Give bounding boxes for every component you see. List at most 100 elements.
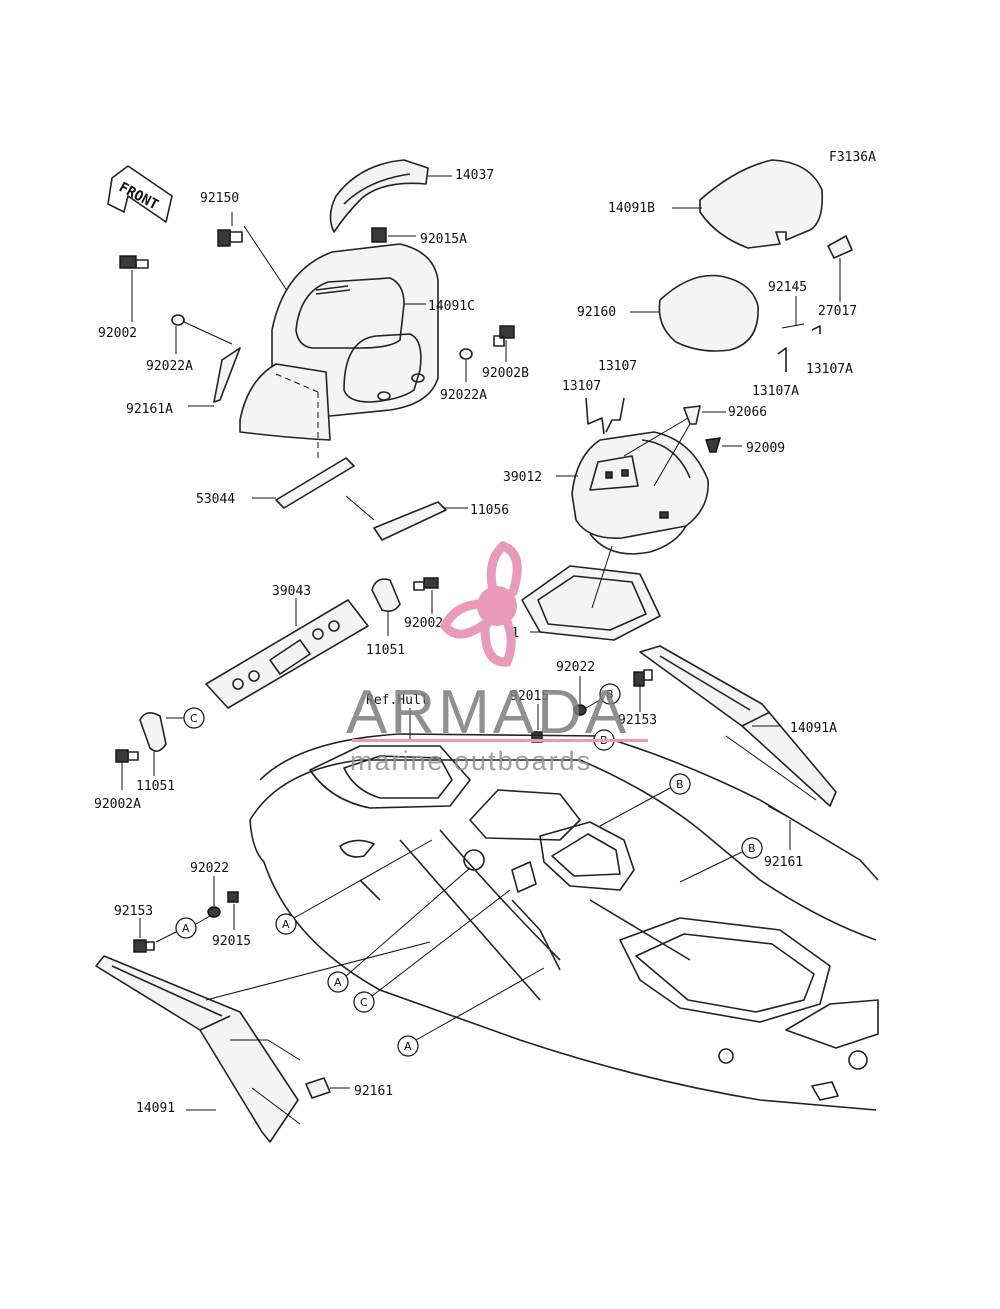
part-13107-left (585, 397, 605, 435)
figure-code: F3136A (829, 150, 876, 165)
part-92066 (683, 405, 701, 425)
label-92161-right: 92161 (764, 855, 803, 870)
svg-text:C: C (360, 996, 368, 1009)
part-11051-plate-top (371, 578, 401, 612)
svg-text:C: C (190, 712, 198, 725)
label-13107-left: 13107 (562, 379, 601, 394)
svg-text:B: B (676, 778, 684, 791)
part-92009 (705, 437, 721, 453)
label-92002A-mid: 92002A (404, 616, 451, 631)
label-92002: 92002 (98, 326, 137, 341)
svg-text:A: A (334, 976, 342, 989)
label-11051-top: 11051 (366, 643, 405, 658)
ref-b-3: B (669, 773, 691, 795)
part-11051-plate-bottom (139, 712, 167, 752)
part-92015A-nut (371, 227, 387, 243)
hull-drawing (249, 733, 879, 1111)
label-92161-bottom: 92161 (354, 1084, 393, 1099)
ref-c-1: C (183, 707, 205, 729)
ref-a-3: A (327, 971, 349, 993)
ref-c-2: C (353, 991, 375, 1013)
part-92002A-bolt-mid (413, 577, 439, 591)
label-92066: 92066 (728, 405, 767, 420)
part-92022-washer-bottom (207, 906, 221, 918)
svg-text:A: A (182, 922, 190, 935)
label-92022-bottom: 92022 (190, 861, 229, 876)
label-11051-bottom: 11051 (136, 779, 175, 794)
part-cowl-lower (239, 363, 331, 441)
part-13107-right (605, 397, 625, 433)
part-13107A-clip-top (811, 325, 821, 334)
ref-hull-label: Ref.Hull (366, 693, 429, 708)
label-92161A: 92161A (126, 402, 173, 417)
part-92161A-strip (213, 347, 241, 403)
label-13107A-bottom: 13107A (752, 384, 799, 399)
ref-a-4: A (397, 1035, 419, 1057)
label-53044: 53044 (196, 492, 235, 507)
label-14091B: 14091B (608, 201, 655, 216)
part-39012-tub (571, 431, 709, 555)
watermark: ARMADA marine outboards (346, 540, 648, 776)
label-92022A-right: 92022A (440, 388, 487, 403)
label-92015-top: 92015 (510, 689, 549, 704)
label-92160: 92160 (577, 305, 616, 320)
label-92145: 92145 (768, 280, 807, 295)
label-92153-right: 92153 (618, 713, 657, 728)
svg-text:B: B (606, 688, 614, 701)
part-14091B-drawing (699, 159, 824, 249)
label-14037: 14037 (455, 168, 494, 183)
part-14091-panel (95, 955, 299, 1143)
label-92150: 92150 (200, 191, 239, 206)
part-92022A-washer-right (459, 348, 473, 360)
watermark-brand: ARMADA (346, 678, 629, 747)
part-92022A-washer-left (171, 314, 185, 326)
part-39043-panel (205, 599, 369, 709)
svg-text:B: B (748, 842, 756, 855)
part-92145 (781, 323, 805, 329)
part-92002-bolt (119, 255, 149, 269)
label-92015A: 92015A (420, 232, 467, 247)
ref-a-2: A (175, 917, 197, 939)
ref-b-1: B (599, 683, 621, 705)
svg-text:A: A (282, 918, 290, 931)
part-92002B-bolt (493, 325, 515, 347)
label-92015-bottom: 92015 (212, 934, 251, 949)
label-11056: 11056 (470, 503, 509, 518)
part-92150-bolt (217, 229, 243, 247)
label-92022A-left: 92022A (146, 359, 193, 374)
label-39043: 39043 (272, 584, 311, 599)
label-14091A: 14091A (790, 721, 837, 736)
part-92002A-bolt-bottom (115, 749, 139, 763)
propeller-logo-icon (439, 540, 522, 667)
ref-b-4: B (741, 837, 763, 859)
part-11061-gasket (521, 565, 661, 641)
part-13107A-clip-bottom (777, 347, 787, 372)
label-92002B: 92002B (482, 366, 529, 381)
part-53044-rod (275, 457, 355, 509)
part-92022-washer-top (573, 704, 587, 716)
part-92015-nut-bottom (227, 891, 239, 903)
part-11056-bracket (373, 501, 447, 541)
label-14091C: 14091C (428, 299, 475, 314)
part-92161-strip-bottom (305, 1077, 331, 1099)
part-92160-pad (658, 274, 759, 352)
label-92153-left: 92153 (114, 904, 153, 919)
part-92153-screw-left (133, 939, 155, 953)
watermark-tagline: marine outboards (350, 746, 592, 776)
label-13107-right: 13107 (598, 359, 637, 374)
label-92022-top: 92022 (556, 660, 595, 675)
label-92002A-bottom: 92002A (94, 797, 141, 812)
label-92009: 92009 (746, 441, 785, 456)
front-arrow-icon: FRONT (107, 165, 173, 223)
part-92153-screw-right (633, 669, 653, 687)
label-13107A-top: 13107A (806, 362, 853, 377)
part-27017 (827, 235, 853, 259)
label-39012: 39012 (503, 470, 542, 485)
label-14091: 14091 (136, 1101, 175, 1116)
ref-a-1: A (275, 913, 297, 935)
part-14091A-panel (639, 645, 837, 807)
label-27017: 27017 (818, 304, 857, 319)
part-14037-drawing (329, 159, 429, 233)
svg-text:A: A (404, 1040, 412, 1053)
